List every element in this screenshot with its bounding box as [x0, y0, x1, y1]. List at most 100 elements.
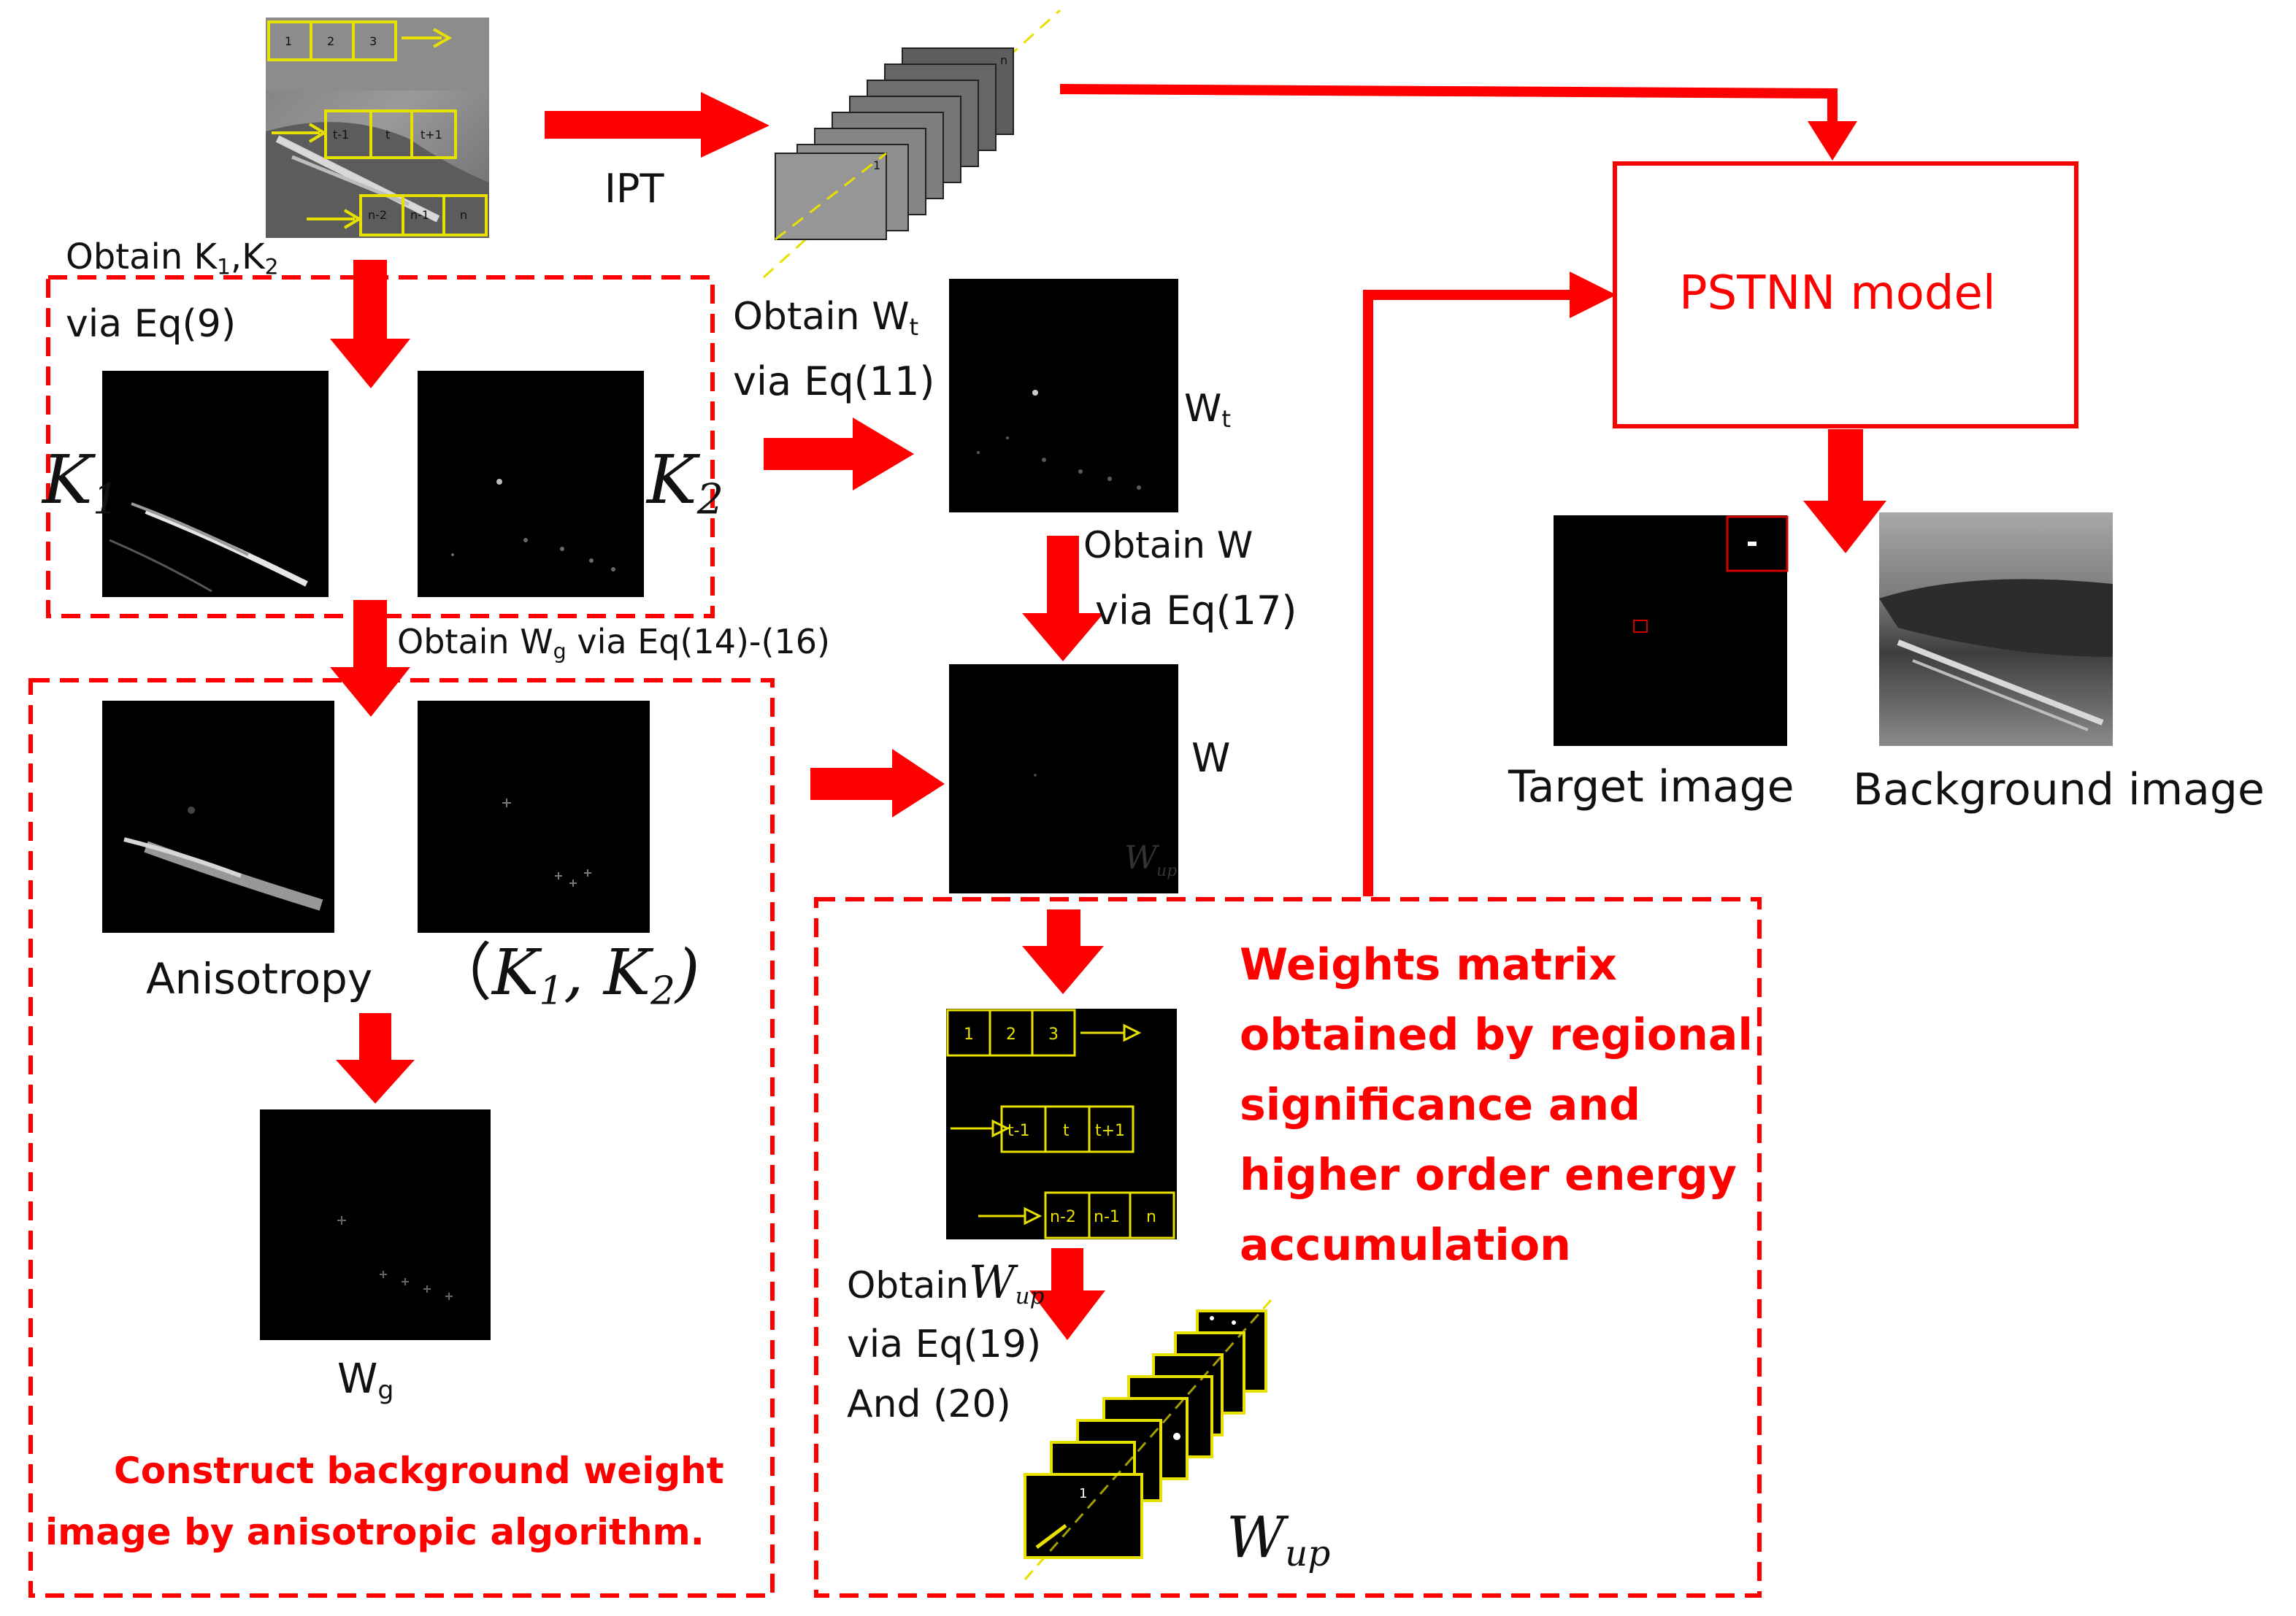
w-label: W — [1191, 735, 1231, 781]
w-panel-watermark-sub: up — [1156, 862, 1177, 880]
anisotropy-k2-panel — [418, 701, 650, 933]
grid-label: 1 — [964, 1026, 974, 1044]
k2-letter: K — [647, 441, 697, 519]
grid-label: 1 — [285, 34, 292, 48]
arrow-right-icon — [545, 92, 769, 158]
aniso-open: （ — [429, 936, 492, 1009]
stack-label-top: n — [1000, 53, 1007, 67]
wup-label: Wup — [1226, 1509, 1330, 1571]
anisotropy-args: （K1, K2) — [429, 942, 700, 1011]
wg-sub: g — [377, 1376, 394, 1406]
wt-sub: t — [1221, 405, 1232, 434]
grid-label: t-1 — [1007, 1122, 1030, 1140]
obtain-k-sub1: 1 — [216, 254, 231, 280]
patch-tensor-stack: n 1 — [762, 9, 1061, 279]
wup-stack: 1 — [1024, 1298, 1273, 1580]
arrow-down-icon — [336, 1013, 415, 1104]
stack-label-bottom: 1 — [873, 158, 880, 172]
obtain-wg-sub: g — [553, 639, 567, 664]
obtain-wg-label: Obtain Wg via Eq(14)-(16) — [397, 625, 830, 663]
weights-caption-line4: higher order energy — [1240, 1150, 1737, 1201]
anisotropy-label: Anisotropy — [146, 954, 373, 1004]
obtain-wt-label: Obtain Wt — [733, 298, 918, 339]
aniso-comma: , — [564, 936, 604, 1009]
connector-weights-to-pstnn — [1363, 290, 1577, 896]
arrow-right-icon — [810, 749, 945, 817]
grid-label: n-1 — [410, 208, 429, 222]
target-image-label: Target image — [1508, 761, 1794, 812]
construct-caption-line2: image by anisotropic algorithm. — [45, 1511, 704, 1553]
obtain-k-comma: ,K — [230, 236, 265, 277]
k2-panel — [418, 371, 644, 597]
grid-label: t+1 — [1095, 1122, 1125, 1140]
wup-sub: up — [1285, 1534, 1331, 1575]
arrow-down-icon — [1029, 1248, 1105, 1340]
grid-label: 2 — [1006, 1026, 1016, 1044]
grid-label: n-2 — [368, 208, 387, 222]
k2-label: K2 — [647, 447, 723, 520]
w-panel: W up — [949, 664, 1178, 893]
arrow-right-icon — [764, 418, 914, 490]
via-eq11-label: via Eq(11) — [733, 358, 935, 404]
weights-caption-line5: accumulation — [1240, 1220, 1571, 1271]
grid-label: t — [1063, 1122, 1070, 1140]
anisotropy-k1-panel — [102, 701, 334, 933]
background-image-panel — [1879, 512, 2113, 746]
aniso-close: ) — [675, 936, 700, 1009]
grid-label: t-1 — [333, 128, 349, 142]
k1-label: K1 — [42, 447, 119, 520]
input-ir-image: 1 2 3 t-1 t t+1 n-2 n-1 n — [266, 18, 489, 238]
via-eq9-label: via Eq(9) — [66, 302, 237, 346]
grid-label: n — [1146, 1208, 1156, 1226]
grid-label: 3 — [369, 34, 377, 48]
background-weight-group — [28, 678, 775, 1598]
obtain-wt-sub: t — [909, 313, 919, 342]
obtain-wg-text: Obtain W — [397, 622, 553, 661]
via-eq19-label: via Eq(19) — [847, 1323, 1042, 1366]
obtain-wup-text: Obtain — [847, 1264, 969, 1307]
wt-label: Wt — [1184, 390, 1231, 431]
obtain-wup-label: ObtainWup — [847, 1260, 1044, 1308]
arrow-down-icon — [1022, 909, 1104, 994]
construct-caption-line1: Construct background weight — [114, 1450, 724, 1492]
grid-label: t+1 — [421, 128, 442, 142]
arrow-down-icon — [1803, 429, 1886, 553]
ipt-label: IPT — [604, 166, 664, 212]
w-panel-watermark: W — [1124, 839, 1160, 877]
k1-panel — [102, 371, 329, 597]
weights-caption-line1: Weights matrix — [1240, 939, 1617, 990]
wg-label: Wg — [337, 1359, 393, 1404]
wg-panel — [260, 1109, 491, 1340]
grid-label: 2 — [327, 34, 334, 48]
grid-label: n-2 — [1050, 1208, 1076, 1226]
obtain-k-text: Obtain K — [66, 236, 217, 277]
grid-label: t — [385, 128, 390, 142]
grid-label: n-1 — [1094, 1208, 1120, 1226]
via-eq17-label: via Eq(17) — [1095, 588, 1297, 634]
pstnn-label: PSTNN model — [1679, 266, 1996, 320]
weights-matrix-group — [814, 897, 1762, 1598]
wup-letter: W — [1226, 1505, 1286, 1571]
target-image-panel — [1554, 515, 1789, 746]
wup-stack-label: 1 — [1079, 1486, 1087, 1501]
wt-letter: W — [1184, 387, 1222, 431]
regional-grid-panel: 1 2 3 t-1 t t+1 n-2 n-1 n — [946, 1009, 1177, 1239]
grid-label: 3 — [1048, 1026, 1059, 1044]
arrow-down-icon — [1022, 536, 1104, 661]
and-20-label: And (20) — [847, 1382, 1011, 1426]
connector-stack-to-pstnn — [1059, 84, 1838, 124]
background-image-label: Background image — [1853, 764, 2265, 815]
k1-sub: 1 — [92, 475, 120, 524]
aniso-k2: K — [603, 936, 651, 1009]
obtain-wup-sub: up — [1015, 1282, 1045, 1309]
obtain-wup-symbol: W — [968, 1255, 1015, 1309]
wg-letter: W — [337, 1355, 378, 1403]
obtain-w-label: Obtain W — [1083, 524, 1253, 566]
wt-panel — [949, 279, 1178, 512]
obtain-k-label: Obtain K1,K2 — [66, 239, 279, 278]
weights-caption-line3: significance and — [1240, 1080, 1641, 1131]
weights-caption-line2: obtained by regional — [1240, 1009, 1753, 1061]
arrow-head-icon — [1808, 121, 1857, 161]
